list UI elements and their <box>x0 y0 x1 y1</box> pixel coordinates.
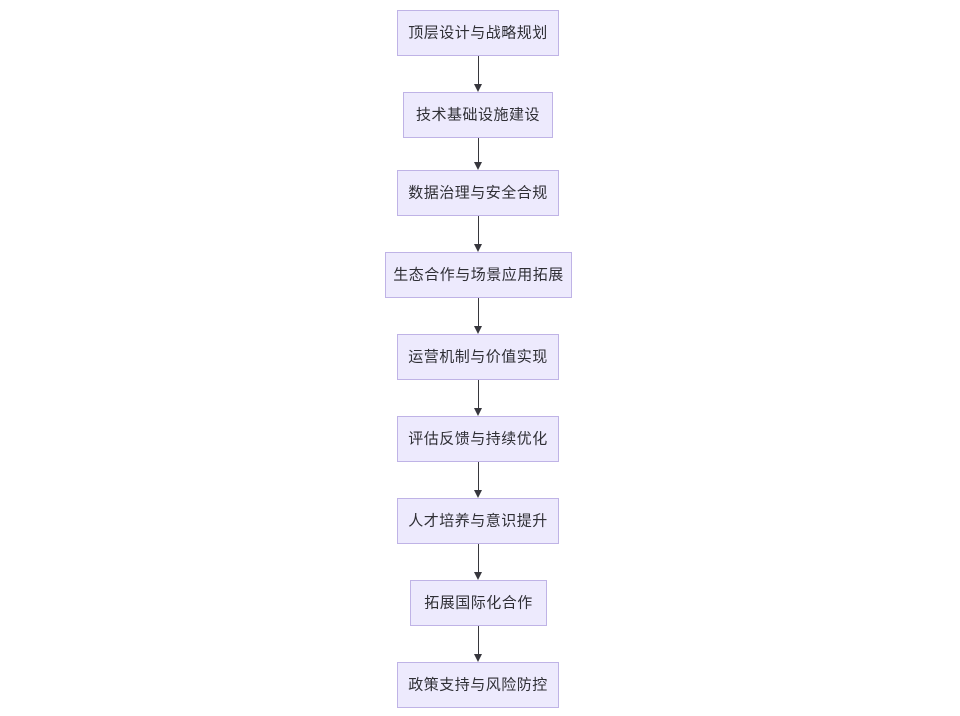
flow-edge-n2-to-n3 <box>474 138 482 170</box>
flow-node-n4[interactable]: 生态合作与场景应用拓展 <box>385 252 572 298</box>
flow-node-label: 拓展国际化合作 <box>424 593 533 611</box>
flow-node-n7[interactable]: 人才培养与意识提升 <box>397 498 559 544</box>
flow-node-label: 生态合作与场景应用拓展 <box>393 265 564 283</box>
flow-node-label: 运营机制与价值实现 <box>408 347 548 365</box>
flow-node-label: 政策支持与风险防控 <box>408 675 548 693</box>
flow-edge-n8-to-n9 <box>474 626 482 662</box>
flow-node-label: 数据治理与安全合规 <box>408 183 548 201</box>
edge-line <box>478 56 479 85</box>
arrowhead-icon <box>474 572 482 580</box>
flow-node-label: 技术基础设施建设 <box>415 105 540 123</box>
flow-node-n9[interactable]: 政策支持与风险防控 <box>397 662 559 708</box>
flow-edge-n6-to-n7 <box>474 462 482 498</box>
flow-edge-n5-to-n6 <box>474 380 482 416</box>
arrowhead-icon <box>474 490 482 498</box>
flow-node-n3[interactable]: 数据治理与安全合规 <box>397 170 559 216</box>
flow-node-label: 评估反馈与持续优化 <box>408 429 548 447</box>
arrowhead-icon <box>474 244 482 252</box>
arrowhead-icon <box>474 84 482 92</box>
edge-line <box>478 462 479 491</box>
flow-node-n5[interactable]: 运营机制与价值实现 <box>397 334 559 380</box>
edge-line <box>478 626 479 655</box>
edge-line <box>478 216 479 245</box>
arrowhead-icon <box>474 162 482 170</box>
flow-node-n8[interactable]: 拓展国际化合作 <box>410 580 547 626</box>
flow-node-label: 人才培养与意识提升 <box>408 511 548 529</box>
edge-line <box>478 380 479 409</box>
edge-line <box>478 544 479 573</box>
flow-node-n6[interactable]: 评估反馈与持续优化 <box>397 416 559 462</box>
edge-line <box>478 138 479 163</box>
flow-edge-n1-to-n2 <box>474 56 482 92</box>
flow-node-label: 顶层设计与战略规划 <box>408 23 548 41</box>
arrowhead-icon <box>474 326 482 334</box>
flow-edge-n3-to-n4 <box>474 216 482 252</box>
arrowhead-icon <box>474 654 482 662</box>
edge-line <box>478 298 479 327</box>
flow-node-n2[interactable]: 技术基础设施建设 <box>403 92 553 138</box>
flow-edge-n4-to-n5 <box>474 298 482 334</box>
flow-edge-n7-to-n8 <box>474 544 482 580</box>
flow-node-n1[interactable]: 顶层设计与战略规划 <box>397 10 559 56</box>
arrowhead-icon <box>474 408 482 416</box>
